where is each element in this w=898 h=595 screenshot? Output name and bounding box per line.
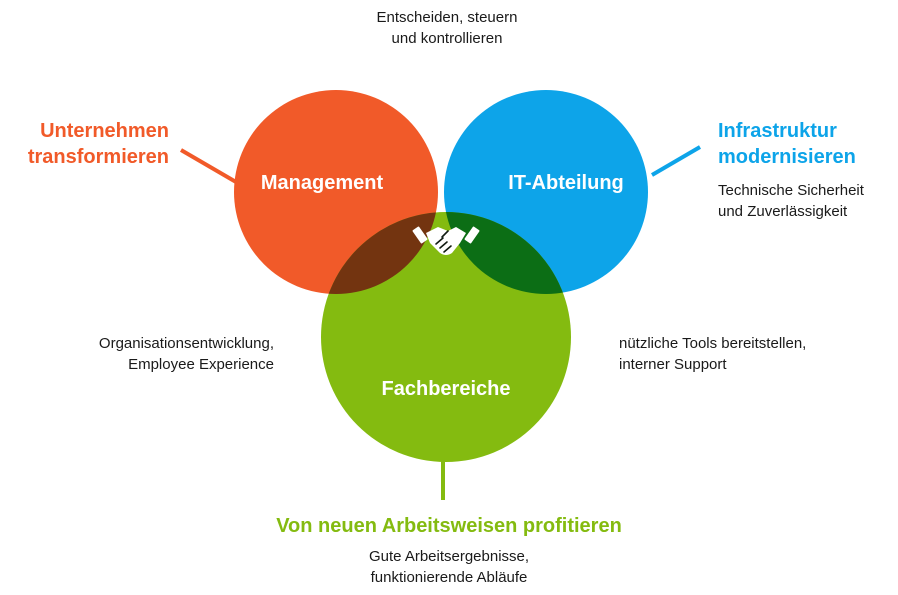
right-mid-note-line-1: nützliche Tools bereitstellen, bbox=[619, 335, 807, 352]
right-note-line-2: und Zuverlässigkeit bbox=[718, 203, 848, 220]
left-mid-note-line-1: Organisationsentwicklung, bbox=[98, 335, 274, 352]
left-goal-line-2: transformieren bbox=[27, 146, 169, 168]
right-goal-line-1: Infrastruktur bbox=[718, 120, 837, 142]
top-note: Entscheiden, steuern und kontrollieren bbox=[349, 7, 545, 49]
overlap-management-fach bbox=[321, 212, 438, 294]
bottom-note-line-1: Gute Arbeitsergebnisse, bbox=[368, 548, 530, 565]
left-mid-note: Organisationsentwicklung, Employee Exper… bbox=[54, 333, 274, 375]
top-note-line-1: Entscheiden, steuern bbox=[376, 9, 518, 26]
label-management: Management bbox=[261, 172, 384, 194]
label-fachbereiche: Fachbereiche bbox=[382, 378, 511, 400]
bottom-note-line-2: funktionierende Abläufe bbox=[370, 569, 528, 586]
left-goal: Unternehmen transformieren bbox=[14, 118, 169, 170]
right-mid-note-line-2: interner Support bbox=[619, 356, 727, 373]
right-mid-note: nützliche Tools bereitstellen, interner … bbox=[619, 333, 859, 375]
bottom-note: Gute Arbeitsergebnisse, funktionierende … bbox=[324, 546, 574, 588]
right-note-line-1: Technische Sicherheit bbox=[718, 182, 864, 199]
right-goal: Infrastruktur modernisieren bbox=[718, 118, 888, 170]
right-note: Technische Sicherheit und Zuverlässigkei… bbox=[718, 180, 893, 222]
label-it: IT-Abteilung bbox=[508, 172, 624, 194]
connector-line-management bbox=[179, 148, 238, 184]
overlap-it-fach bbox=[444, 212, 571, 294]
connector-line-it bbox=[650, 145, 702, 177]
left-mid-note-line-2: Employee Experience bbox=[128, 356, 274, 373]
left-goal-line-1: Unternehmen bbox=[40, 120, 169, 142]
top-note-line-2: und kontrollieren bbox=[391, 30, 503, 47]
handshake-icon bbox=[412, 226, 480, 255]
bottom-goal-text: Von neuen Arbeitsweisen profitieren bbox=[276, 515, 622, 537]
bottom-goal: Von neuen Arbeitsweisen profitieren bbox=[199, 513, 699, 539]
right-goal-line-2: modernisieren bbox=[718, 146, 856, 168]
